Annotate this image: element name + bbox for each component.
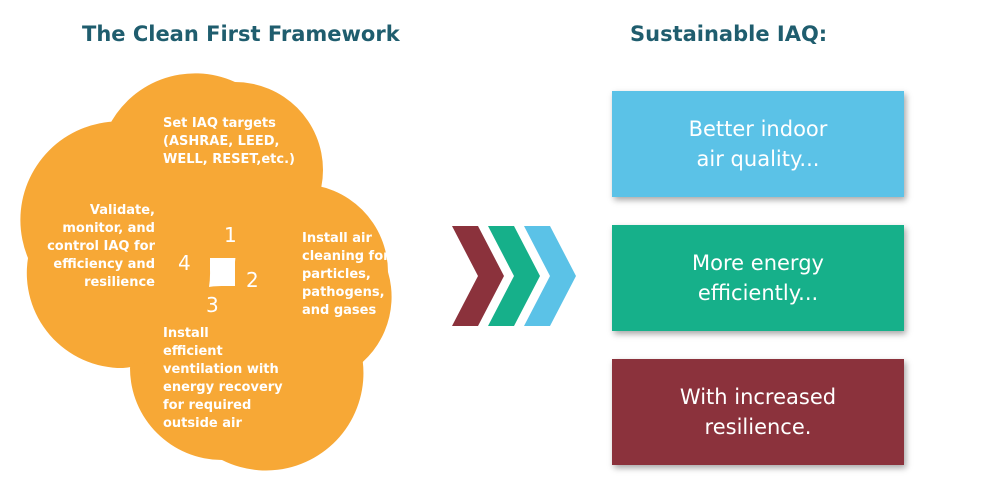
chevron-1: [452, 226, 504, 326]
outcome-text-resilience: With increased resilience.: [679, 385, 837, 439]
petal-1-number: 1: [224, 223, 237, 247]
petal-3-number: 3: [206, 293, 219, 317]
petal-4: [20, 121, 211, 369]
petal-2-number: 2: [246, 268, 259, 292]
sustainable-iaq-heading: Sustainable IAQ:: [630, 22, 828, 46]
outcome-box-energy: More energy efficiently...: [612, 225, 904, 331]
petal-1-label: Set IAQ targets (ASHRAE, LEED, WELL, RES…: [163, 116, 295, 167]
outcome-box-air-quality: Better indoor air quality...: [612, 91, 904, 197]
outcome-text-air-quality: Better indoor air quality...: [688, 117, 828, 171]
petal-4-label: Validate, monitor, and control IAQ for e…: [47, 203, 155, 290]
petal-3-label: Install efficient ventilation with energ…: [163, 326, 283, 431]
chevron-3: [524, 226, 576, 326]
outcome-text-energy: More energy efficiently...: [692, 251, 824, 305]
petal-2-label: Install air cleaning for particles, path…: [302, 231, 390, 318]
chevron-2: [488, 226, 540, 326]
framework-heading: The Clean First Framework: [82, 22, 400, 46]
outcome-box-resilience: With increased resilience.: [612, 359, 904, 465]
petal-4-number: 4: [178, 251, 191, 275]
